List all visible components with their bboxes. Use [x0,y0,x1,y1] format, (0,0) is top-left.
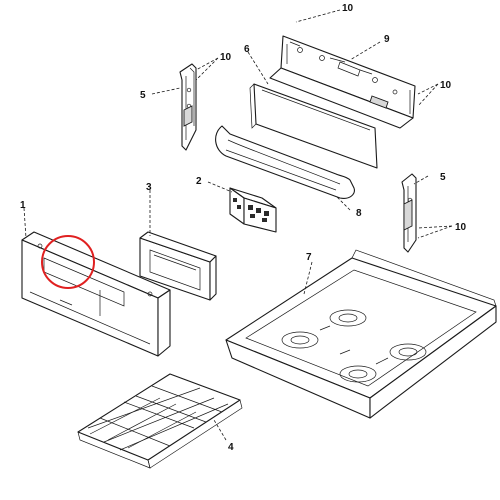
callout-10-right-upper: 10 [440,80,452,91]
callout-9: 9 [384,34,390,45]
leader-lines [23,9,453,441]
callout-8: 8 [356,208,362,219]
callout-4: 4 [228,442,234,453]
part-6-panel-cover [249,83,378,169]
part-3-display-frame [139,231,217,301]
part-2-switch [229,187,277,233]
part-4-grates [77,373,243,469]
callout-1: 1 [20,200,26,211]
callout-10-left: 10 [220,52,232,63]
highlight-circle [41,235,95,289]
callout-10-right-lower: 10 [455,222,467,233]
part-8-trim [215,125,355,199]
part-5-left-bracket [179,63,197,151]
part-5-right-bracket [401,173,417,253]
callout-3: 3 [146,182,152,193]
callout-5-right: 5 [440,172,446,183]
part-9-backguard [269,35,416,129]
callout-5-left: 5 [140,90,146,101]
part-7-cooktop [225,249,497,419]
callout-7: 7 [306,252,312,263]
callout-2: 2 [196,176,202,187]
part-1-control-panel [21,231,171,357]
callout-10-top: 10 [342,3,354,14]
callout-6: 6 [244,44,250,55]
